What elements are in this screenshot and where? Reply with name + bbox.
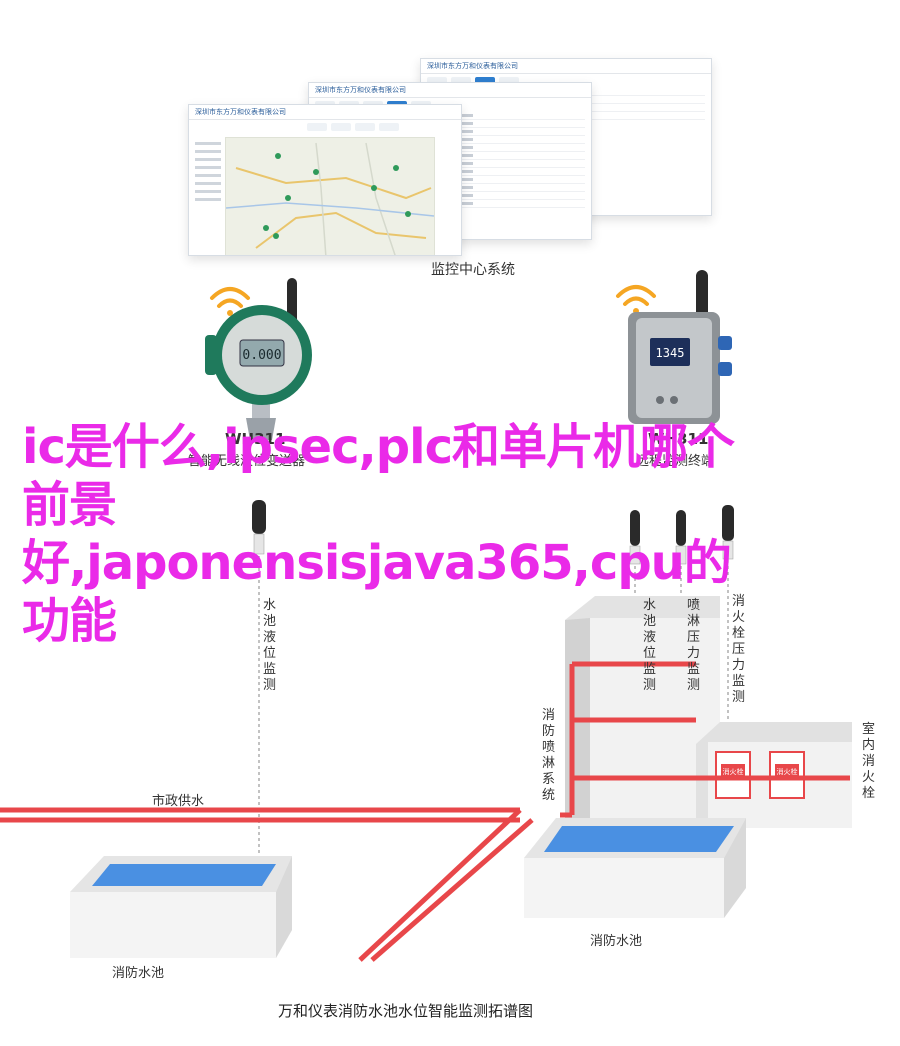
label-pool-right: 消防水池 [590,934,643,949]
probe-left [252,500,266,555]
wifi-icon-left [210,287,250,316]
transmitter-lcd: 0.000 [242,348,281,363]
label-sprinkler-pressure: 喷淋压力监测 [687,598,701,693]
monitor-screen-front: 深圳市东方万和仪表有限公司 [188,104,462,256]
probe-sprinkler-1 [629,510,641,565]
screen-header: 深圳市东方万和仪表有限公司 [309,83,591,98]
label-sprinkler-system: 消防喷淋系统 [542,708,556,803]
monitor-center-label: 监控中心系统 [431,262,515,278]
fire-pool-left [70,856,292,958]
tree-panel [195,137,221,206]
hydrant-box-label: 消火栓 [777,767,798,776]
water-pipes [0,661,850,962]
remote-monitoring-terminal: 1345 [628,270,732,424]
probe-hydrant [722,505,734,560]
label-hydrant-pressure: 消火栓压力监测 [732,594,746,705]
hydrant-box-2: 消火栓 [769,751,805,799]
probe-sprinkler-2 [675,510,687,565]
label-water-level-right: 水池液位监测 [643,598,657,693]
hydrant-box-1: 消火栓 [715,751,751,799]
screen-header: 深圳市东方万和仪表有限公司 [421,59,711,74]
right-device-model: WH311 [648,430,709,448]
map-view [225,137,435,255]
wifi-icon-right [616,285,656,314]
right-device-desc: 远程监测终端 [636,454,715,469]
label-municipal-supply: 市政供水 [152,794,205,809]
left-device-desc: 智能无线液位变送器 [188,454,306,469]
label-water-level-left: 水池液位监测 [263,598,277,693]
terminal-lcd: 1345 [656,346,685,360]
hydrant-box-label: 消火栓 [723,767,744,776]
map-roads [225,142,435,255]
overlay-title: ic是什么,ipsec,plc和单片机哪个前景好,japonensisjava3… [22,419,735,649]
diagram-caption: 万和仪表消防水池水位智能监测拓谱图 [278,1002,534,1020]
left-device-model: WH311 [225,430,286,448]
fire-pool-right [524,818,746,918]
label-indoor-hydrant: 室内消火栓 [862,722,876,801]
label-pool-left: 消防水池 [112,966,165,981]
screen-header: 深圳市东方万和仪表有限公司 [189,105,461,120]
wireless-level-transmitter: 0.000 [205,278,312,440]
